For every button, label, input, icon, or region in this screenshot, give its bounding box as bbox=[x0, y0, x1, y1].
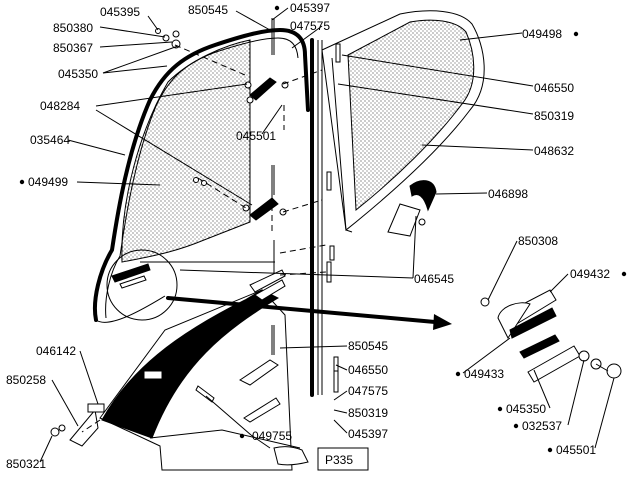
callout-045395: 045395 bbox=[100, 5, 140, 19]
callout-035464: 035464 bbox=[30, 133, 70, 147]
callout-046550-bottom: 046550 bbox=[348, 363, 388, 377]
callout-850258: 850258 bbox=[6, 373, 46, 387]
callout-850319-bottom: 850319 bbox=[348, 406, 388, 420]
callout-045350: 045350 bbox=[58, 67, 98, 81]
callout-850545-bottom: 850545 bbox=[348, 339, 388, 353]
hinge-bracket-upper bbox=[249, 77, 277, 101]
hinge-bracket-lower bbox=[249, 197, 279, 221]
door-handle bbox=[409, 180, 437, 212]
hand-pointer-icon bbox=[273, 446, 309, 466]
callout-850319-top: 850319 bbox=[534, 109, 574, 123]
callout-045397-top: 045397 bbox=[290, 1, 330, 15]
callout-049432: 049432 bbox=[570, 267, 610, 281]
marker-dots bbox=[19, 5, 627, 453]
lower-hinge-arm bbox=[50, 403, 105, 447]
callout-850380: 850380 bbox=[53, 21, 93, 35]
latch-detail bbox=[480, 289, 622, 383]
callout-049433: 049433 bbox=[464, 367, 504, 381]
callout-048284: 048284 bbox=[40, 99, 80, 113]
callout-046142: 046142 bbox=[36, 344, 76, 358]
callout-045501-top: 045501 bbox=[236, 129, 276, 143]
left-door-frame bbox=[93, 28, 310, 322]
door-black-panel bbox=[101, 289, 280, 439]
hinge-pins bbox=[271, 18, 275, 355]
callout-047575-top: 047575 bbox=[290, 19, 330, 33]
callout-850308: 850308 bbox=[518, 234, 558, 248]
callout-labels: 045395 850380 850367 045350 048284 03546… bbox=[6, 1, 610, 471]
callout-048632: 048632 bbox=[534, 144, 574, 158]
page-reference-label: P335 bbox=[325, 453, 353, 467]
callout-049499: 049499 bbox=[28, 175, 68, 189]
detail-circle bbox=[106, 249, 178, 321]
callout-046545: 046545 bbox=[414, 272, 454, 286]
callout-850321: 850321 bbox=[6, 457, 46, 471]
window-channel-rail bbox=[310, 38, 323, 397]
callout-047575-bottom: 047575 bbox=[348, 384, 388, 398]
detail-arrow bbox=[166, 296, 437, 324]
callout-049755: 049755 bbox=[252, 429, 292, 443]
callout-045397-bottom: 045397 bbox=[348, 427, 388, 441]
callout-850367: 850367 bbox=[53, 41, 93, 55]
callout-032537: 032537 bbox=[522, 419, 562, 433]
callout-046550-top: 046550 bbox=[534, 81, 574, 95]
page-reference: P335 bbox=[317, 447, 369, 471]
left-door-frame-inner bbox=[105, 37, 299, 319]
callout-049498: 049498 bbox=[522, 27, 562, 41]
right-window-glass bbox=[347, 19, 475, 211]
callout-045501-bottom: 045501 bbox=[556, 443, 596, 457]
callout-045350-bottom: 045350 bbox=[506, 402, 546, 416]
leader-lines bbox=[39, 7, 615, 463]
callout-046898: 046898 bbox=[488, 187, 528, 201]
callout-850545-top: 850545 bbox=[188, 3, 228, 17]
